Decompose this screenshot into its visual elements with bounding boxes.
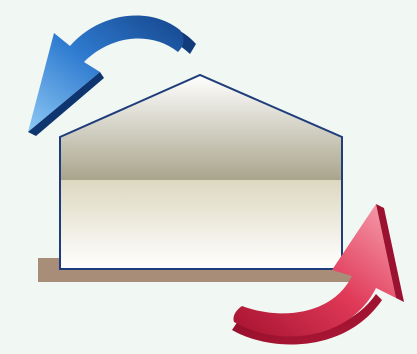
house-wall	[60, 180, 342, 269]
house-roof	[60, 75, 342, 180]
